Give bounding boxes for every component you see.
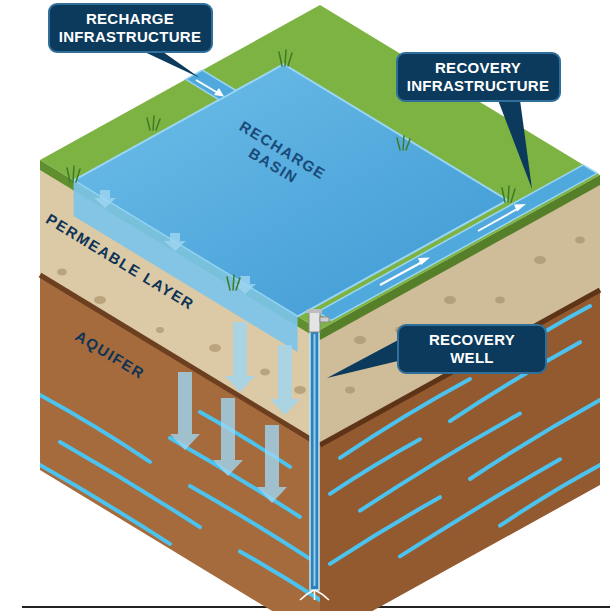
callout-box: RECOVERY WELL xyxy=(397,324,547,374)
flow-arrow xyxy=(196,80,224,97)
basin-cross-section xyxy=(74,180,298,352)
recovery-channel xyxy=(317,165,597,321)
callout-text: RECOVERY WELL xyxy=(407,331,537,367)
callout-box: RECOVERY INFRASTRUCTURE xyxy=(396,52,561,102)
ground-surface xyxy=(40,5,600,330)
infiltration-arrows xyxy=(94,190,300,503)
recovery-well xyxy=(300,309,329,600)
callout-box: RECHARGE INFRASTRUCTURE xyxy=(48,3,213,53)
callout-text: RECOVERY INFRASTRUCTURE xyxy=(406,59,551,95)
flow-arrows xyxy=(380,204,526,285)
callout-text: RECHARGE INFRASTRUCTURE xyxy=(58,10,203,46)
